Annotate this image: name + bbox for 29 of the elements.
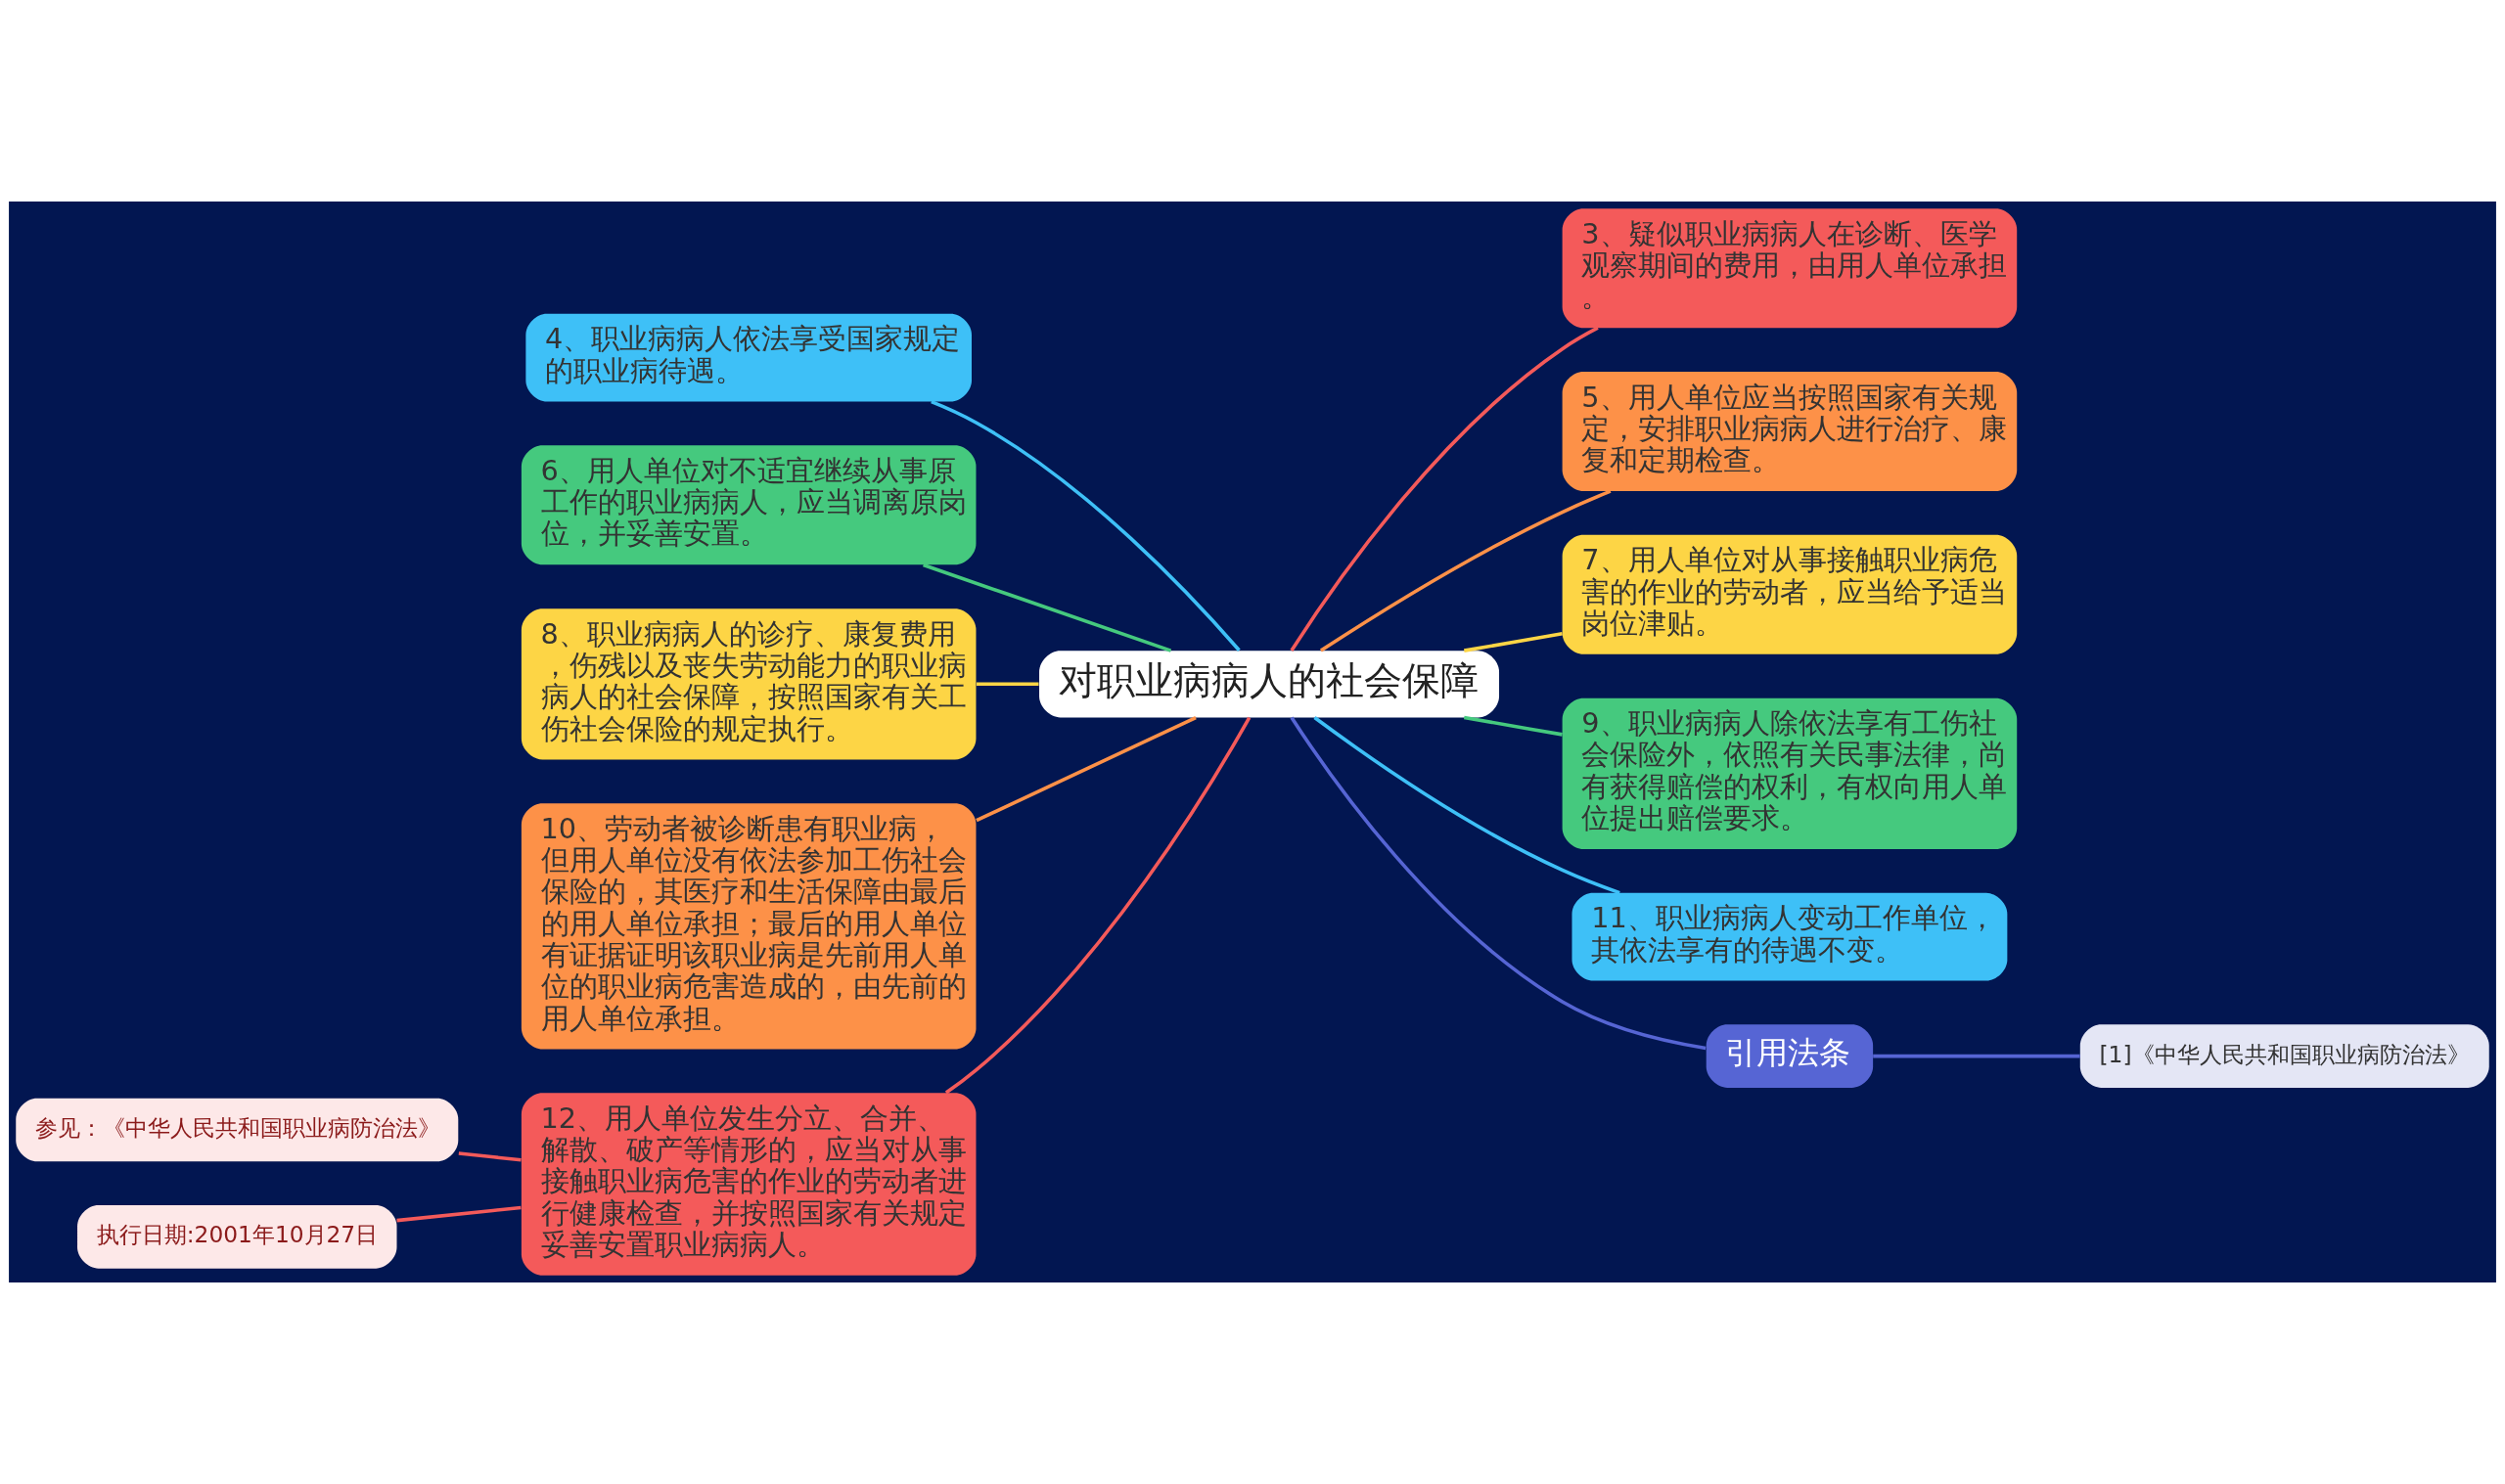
connector [396,1205,522,1223]
node-box: 参见：《中华人民共和国职业病防治法》 [16,1098,459,1162]
node-box: 对职业病病人的社会保障 [1039,651,1500,718]
node-box: 执行日期:2001年10月27日 [77,1205,397,1269]
connector [944,716,1252,1095]
node-box: 8、职业病病人的诊疗、康复费用，伤残以及丧失劳动能力的职业病病人的社会保障，按照国家有关工伤社会保险的规定执行。 [521,608,977,760]
node-box: 7、用人单位对从事接触职业病危害的作业的劳动者，应当给予适当岗位津贴。 [1562,534,2018,654]
connector [1313,716,1620,895]
node-box: 10、劳动者被诊断患有职业病，但用人单位没有依法参加工伤社会保险的，其医疗和生活保障由最后的用人单位承担；最后的用人单位有证据证明该职业病是先前用人单位的职业病危害造成的，由先前的用人单位承担。 [521,803,977,1050]
connector [1319,489,1612,652]
connector [923,562,1172,652]
connector [1290,326,1599,652]
connector [931,400,1241,652]
connector [458,1151,522,1162]
node-box: 引用法条 [1706,1024,1874,1088]
node-box: 6、用人单位对不适宜继续从事原工作的职业病病人，应当调离原岗位，并妥善安置。 [521,445,977,565]
node-box: 5、用人单位应当按照国家有关规定，安排职业病病人进行治疗、康复和定期检查。 [1562,372,2018,491]
node-box: 11、职业病病人变动工作单位，其依法享有的待遇不变。 [1571,892,2008,981]
connector [976,682,1039,687]
node-box: 4、职业病病人依法享受国家规定的职业病待遇。 [525,313,972,402]
node-box: [1]《中华人民共和国职业病防治法》 [2079,1024,2489,1088]
node-box: 9、职业病病人除依法享有工伤社会保险外，依照有关民事法律，尚有获得赔偿的权利，有权向用人单位提出赔偿要求。 [1562,697,2018,849]
connector [1464,715,1563,737]
connector [1290,716,1707,1051]
connector [1464,632,1563,652]
node-box: 3、疑似职业病病人在诊断、医学观察期间的费用，由用人单位承担。 [1562,208,2018,329]
connector [976,715,1197,823]
connector [1873,1054,2080,1058]
node-box: 12、用人单位发生分立、合并、解散、破产等情形的，应当对从事接触职业病危害的作业的劳动者进行健康检查，并按照国家有关规定妥善安置职业病病人。 [521,1093,977,1276]
